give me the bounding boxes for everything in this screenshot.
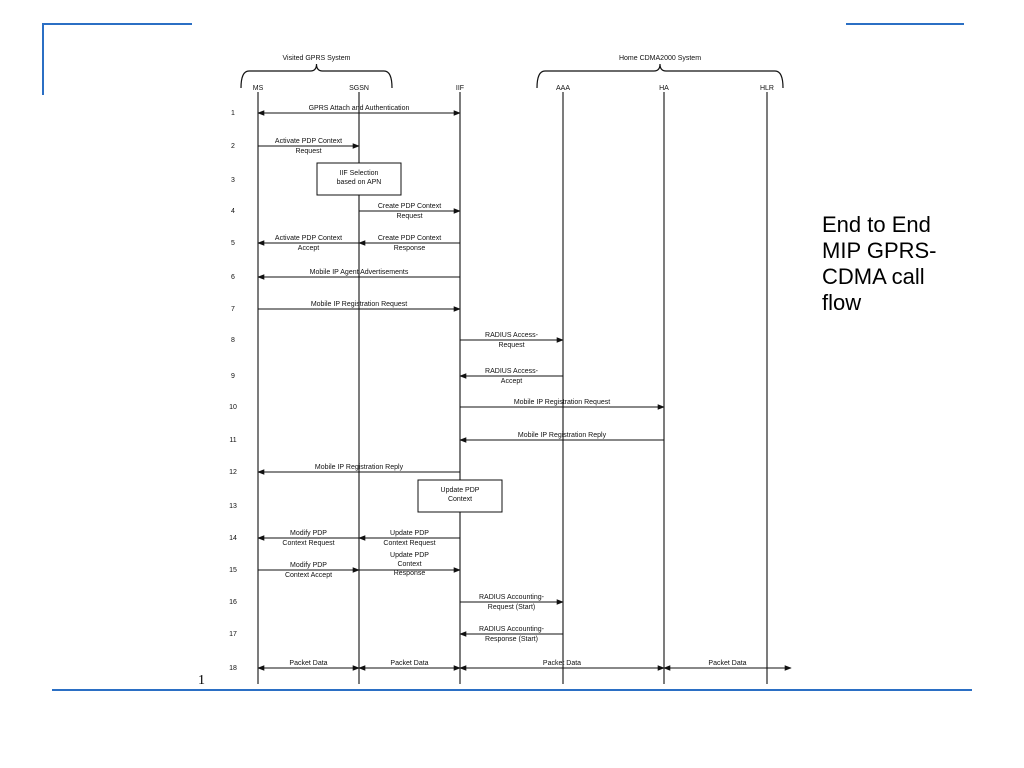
process-box bbox=[316, 162, 402, 196]
step-number: 8 bbox=[231, 337, 235, 344]
step-number: 7 bbox=[231, 306, 235, 313]
message-label: Packet Data bbox=[390, 660, 428, 667]
message-label: Request (Start) bbox=[488, 604, 535, 611]
step-number: 3 bbox=[231, 177, 235, 184]
page-number: 1 bbox=[198, 673, 205, 688]
step-number: 10 bbox=[229, 404, 237, 411]
message-label: Mobile IP Agent Advertisements bbox=[310, 269, 409, 276]
process-box bbox=[417, 479, 503, 513]
entity-label: HA bbox=[659, 85, 669, 92]
top-right-accent-line bbox=[846, 23, 964, 25]
step-number: 2 bbox=[231, 143, 235, 150]
slide-title-line: MIP GPRS- bbox=[822, 238, 937, 263]
message-label: Mobile IP Registration Reply bbox=[315, 464, 404, 471]
entity-label: SGSN bbox=[349, 85, 369, 92]
group-brace bbox=[240, 63, 393, 89]
group-label: Home CDMA2000 System bbox=[619, 55, 701, 62]
group-brace bbox=[536, 63, 784, 89]
message-label: Request bbox=[498, 342, 524, 349]
message-label: Modify PDP bbox=[290, 530, 327, 537]
message-label: Packet Data bbox=[289, 660, 327, 667]
message-label: RADIUS Access- bbox=[485, 332, 539, 339]
group-label: Visited GPRS System bbox=[283, 55, 351, 62]
entity-label: HLR bbox=[760, 85, 774, 92]
message-label: Request bbox=[396, 213, 422, 220]
message-label: Mobile IP Registration Reply bbox=[518, 432, 607, 439]
message-label: Mobile IP Registration Request bbox=[514, 399, 610, 406]
message-label: Request bbox=[295, 148, 321, 155]
step-number: 12 bbox=[229, 469, 237, 476]
message-label: Mobile IP Registration Request bbox=[311, 301, 407, 308]
message-label: RADIUS Accounting- bbox=[479, 626, 545, 633]
entity-label: IIF bbox=[456, 85, 464, 92]
step-number: 4 bbox=[231, 208, 235, 215]
step-number: 15 bbox=[229, 567, 237, 574]
message-label: Packet Data bbox=[543, 660, 581, 667]
message-label: Create PDP Context bbox=[378, 203, 441, 210]
message-label: Response bbox=[394, 245, 426, 252]
process-box-label: Context bbox=[448, 496, 472, 503]
step-number: 5 bbox=[231, 240, 235, 247]
message-label: Update PDP bbox=[390, 552, 429, 559]
message-label: Accept bbox=[298, 245, 319, 252]
message-label: RADIUS Accounting- bbox=[479, 594, 545, 601]
step-number: 1 bbox=[231, 110, 235, 117]
message-label: GPRS Attach and Authentication bbox=[309, 105, 410, 112]
message-label: Context Request bbox=[383, 540, 435, 547]
message-label: Context Request bbox=[282, 540, 334, 547]
message-label: Update PDP bbox=[390, 530, 429, 537]
left-accent-bar bbox=[42, 23, 44, 95]
step-number: 16 bbox=[229, 599, 237, 606]
step-number: 14 bbox=[229, 535, 237, 542]
message-label: Activate PDP Context bbox=[275, 235, 342, 242]
step-number: 11 bbox=[229, 437, 236, 444]
process-box-label: Update PDP bbox=[441, 487, 480, 494]
message-label: Context Accept bbox=[285, 572, 332, 579]
process-box-label: based on APN bbox=[337, 179, 382, 186]
message-label: RADIUS Access- bbox=[485, 368, 539, 375]
slide-title-line: flow bbox=[822, 290, 862, 315]
entity-label: AAA bbox=[556, 85, 570, 92]
slide-title-line: CDMA call bbox=[822, 264, 925, 289]
step-number: 13 bbox=[229, 503, 237, 510]
message-label: Context bbox=[397, 561, 421, 568]
message-label: Response (Start) bbox=[485, 636, 538, 643]
step-number: 18 bbox=[229, 665, 237, 672]
slide-title: End to End MIP GPRS- CDMA call flow bbox=[822, 212, 1012, 316]
process-box-label: IIF Selection bbox=[340, 170, 379, 177]
message-label: Create PDP Context bbox=[378, 235, 441, 242]
step-number: 6 bbox=[231, 274, 235, 281]
slide-title-line: End to End bbox=[822, 212, 931, 237]
step-number: 17 bbox=[229, 631, 237, 638]
step-number: 9 bbox=[231, 373, 235, 380]
message-label: Response bbox=[394, 570, 426, 577]
message-label: Modify PDP bbox=[290, 562, 327, 569]
message-label: Accept bbox=[501, 378, 522, 385]
entity-label: MS bbox=[253, 85, 264, 92]
message-label: Packet Data bbox=[708, 660, 746, 667]
top-left-accent-line bbox=[42, 23, 192, 25]
bottom-accent-line bbox=[52, 689, 972, 691]
message-label: Activate PDP Context bbox=[275, 138, 342, 145]
